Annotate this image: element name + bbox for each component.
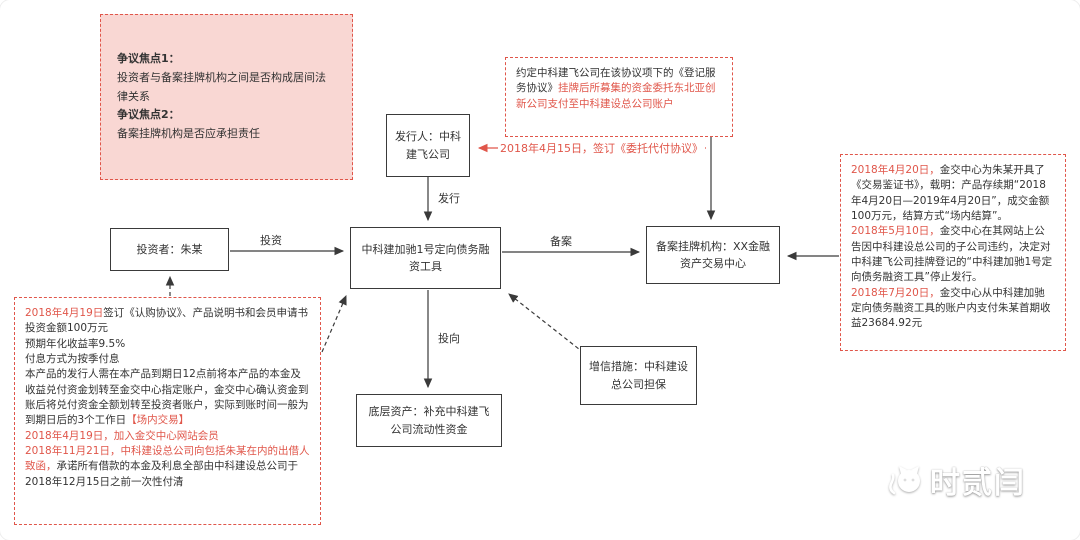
delegate-agreement-note: 约定中科建飞公司在该协议项下的《登记服务协议》挂牌后所募集的资金委托东北亚创新公… bbox=[505, 57, 733, 137]
edge-label-issue: 发行 bbox=[436, 190, 462, 206]
filing-institution-node: 备案挂牌机构：XX金融资产交易中心 bbox=[646, 226, 780, 284]
dispute-focus-note: 争议焦点1：投资者与备案挂牌机构之间是否构成居间法律关系 争议焦点2：备案挂牌机… bbox=[100, 14, 353, 180]
exchange-events-note: 2018年4月20日，金交中心为朱某开具了《交易鉴证书》，载明：产品存续期“20… bbox=[840, 154, 1066, 351]
credit-enhancement-node: 增信措施：中科建设总公司担保 bbox=[580, 346, 697, 405]
edge-label-delegate-agreement: 2018年4月15日，签订《委托代付协议》 bbox=[498, 140, 705, 156]
edge-label-filing: 备案 bbox=[548, 233, 574, 249]
cat-icon bbox=[889, 466, 920, 495]
watermark: 时贰闫 bbox=[888, 458, 1026, 502]
issuer-node: 发行人：中科建飞公司 bbox=[386, 114, 470, 177]
edge-label-invest: 投资 bbox=[258, 232, 284, 248]
edge-label-invest-to: 投向 bbox=[436, 330, 462, 346]
watermark-text: 时贰闫 bbox=[930, 466, 1026, 501]
investor-node: 投资者：朱某 bbox=[110, 228, 229, 271]
product-node: 中科建加驰1号定向债务融资工具 bbox=[350, 227, 501, 289]
underlying-asset-node: 底层资产：补充中科建飞公司流动性资金 bbox=[356, 394, 502, 447]
purchase-agreement-note: 2018年4月19日签订《认购协议》、产品说明书和会员申请书 投资金额100万元… bbox=[14, 297, 321, 525]
